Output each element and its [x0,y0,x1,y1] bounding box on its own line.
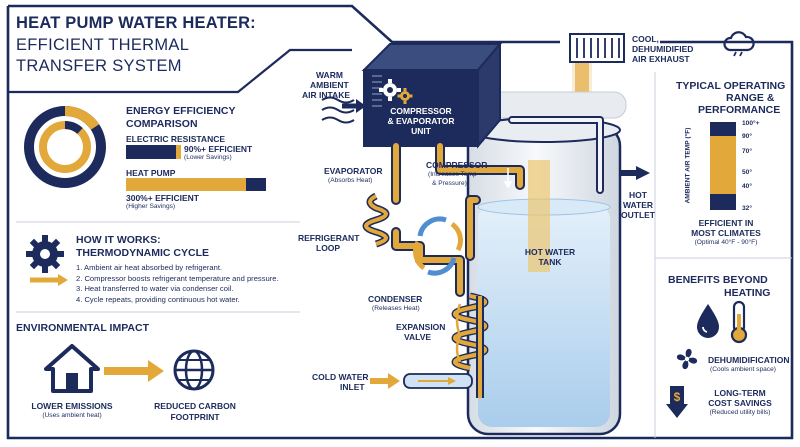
condenser-label: CONDENSER [368,294,423,304]
hot-water-tank-label-1: HOT WATER [524,247,576,257]
temp-bar-cold [710,194,736,210]
electric-bar-tip [176,145,181,159]
how-it-works-heading-1: HOW IT WORKS: [76,234,161,246]
lower-emissions-title: LOWER EMISSIONS [31,401,113,411]
compressor-note-2: & Pressure) [432,180,467,187]
compressor-label: COMPRESSOR [426,160,488,170]
left-panel-border [8,48,352,94]
operating-heading-1: TYPICAL OPERATING [676,80,786,92]
dehumidification-title: DEHUMIDIFICATION [708,355,790,365]
temp-tick-70: 70° [742,148,752,155]
efficiency-heading-2: COMPARISON [126,118,198,130]
temp-axis-label: AMBIENT AIR TEMP (°F) [684,127,692,204]
benefits-heading-2: HEATING [724,287,771,299]
fan-icon [676,348,698,370]
efficiency-heading-1: ENERGY EFFICIENCY [126,105,236,117]
exhaust-label-3: AIR EXHAUST [632,54,690,64]
refrigerant-loop-label-2: LOOP [316,243,341,253]
operating-foot-1: EFFICIENT IN [698,218,754,228]
warm-air-label-2: AMBIENT [310,80,349,90]
water-drop-icon [697,304,719,338]
reduced-carbon-title-1: REDUCED CARBON [154,401,236,411]
electric-note: (Lower Savings) [184,154,232,161]
refrigerant-loop-label-1: REFRIGERANT [298,233,360,243]
unit-label-1: COMPRESSOR [390,106,452,116]
electric-resistance-label: ELECTRIC RESISTANCE [126,134,226,144]
cost-savings-title-1: LONG-TERM [714,388,766,398]
compressor-gear-icon [379,79,413,104]
heat-pump-bar [126,178,246,191]
hot-water-outlet-label-3: OUTLET [621,210,655,220]
hot-water-outlet-label-2: WATER [622,200,654,210]
warm-air-label-3: AIR INTAKE [302,90,351,100]
expansion-valve-label-1: EXPANSION [396,322,446,332]
lower-emissions-note: (Uses ambient heat) [42,412,102,419]
heat-pump-bar-tip [246,178,266,191]
hot-water-outlet-label-1: HOT [629,190,647,200]
evaporator-label: EVAPORATOR [324,166,383,176]
exhaust-label-2: DEHUMIDIFIED [632,44,694,54]
cycle-step: 2. Compressor boosts refrigerant tempera… [76,273,279,283]
temp-tick-50: 50° [742,169,752,176]
title-line-1: HEAT PUMP WATER HEATER: [16,14,256,32]
tank-water [478,205,610,427]
globe-icon [173,349,215,391]
compressor-unit-box [363,69,479,147]
temp-tick-100: 100°+ [742,120,760,127]
expansion-valve-bracket [455,303,462,363]
temp-bar-hot [710,122,736,136]
operating-heading-3: PERFORMANCE [698,104,781,116]
electric-bar [126,145,176,159]
condenser-note: (Releases Heat) [372,305,420,312]
heat-pump-value: 300%+ EFFICIENT [126,193,199,203]
cycle-arrows [413,216,463,276]
cold-water-inlet-label-2: INLET [340,382,365,392]
temp-tick-32: 32° [742,205,752,212]
evaporator-note: (Absorbs Heat) [328,177,373,184]
unit-label-3: UNIT [411,126,431,136]
expansion-valve-label-2: VALVE [404,332,432,342]
house-icon [44,344,100,393]
benefits-heading-1: BENEFITS BEYOND [668,274,768,286]
dehumidification-note: (Cools ambient space) [710,366,776,373]
cost-savings-title-2: COST SAVINGS [708,398,772,408]
operating-foot-3: (Optimal 40°F - 90°F) [694,239,758,246]
title-line-2: EFFICIENT THERMAL [16,36,190,54]
cloud-icon [723,31,755,57]
unit-label-2: & EVAPORATOR [387,116,455,126]
cycle-step: 3. Heat transferred to water via condens… [76,284,234,294]
warm-air-label-1: WARM [316,70,343,80]
environment-heading: ENVIRONMENTAL IMPACT [16,322,149,334]
svg-text:$: $ [674,390,681,404]
heat-pump-label: HEAT PUMP [126,168,176,178]
compressor-note-1: (Increases Temp [428,171,477,178]
cycle-step: 1. Ambient air heat absorbed by refriger… [76,263,223,272]
cold-water-inlet-label-1: COLD WATER [312,372,369,382]
cycle-steps-list: 1. Ambient air heat absorbed by refriger… [76,263,279,305]
cycle-step: 4. Cycle repeats, providing continuous h… [76,294,240,304]
operating-heading-2: RANGE & [726,92,775,104]
heat-pump-note: (Higher Savings) [126,203,176,210]
efficiency-donut-icon [24,105,106,188]
title-line-3: TRANSFER SYSTEM [16,57,182,75]
operating-foot-2: MOST CLIMATES [691,228,761,238]
exhaust-vent [569,33,625,63]
cost-savings-arrow-icon: $ [666,386,688,418]
electric-value: 90%+ EFFICIENT [184,144,253,154]
temp-tick-90: 90° [742,133,752,140]
thermometer-icon [730,300,748,344]
hot-water-tank-label-2: TANK [538,257,562,267]
how-it-works-heading-2: THERMODYNAMIC CYCLE [76,247,209,259]
temp-bar-optimal [710,136,736,194]
reduced-carbon-title-2: FOOTPRINT [170,412,220,422]
temp-tick-40: 40° [742,183,752,190]
frame-line [6,4,794,440]
exhaust-label-1: COOL, [632,34,659,44]
arrow-right-icon [104,360,164,382]
gear-icon [26,235,68,286]
cost-savings-note: (Reduced utility bills) [709,409,771,416]
